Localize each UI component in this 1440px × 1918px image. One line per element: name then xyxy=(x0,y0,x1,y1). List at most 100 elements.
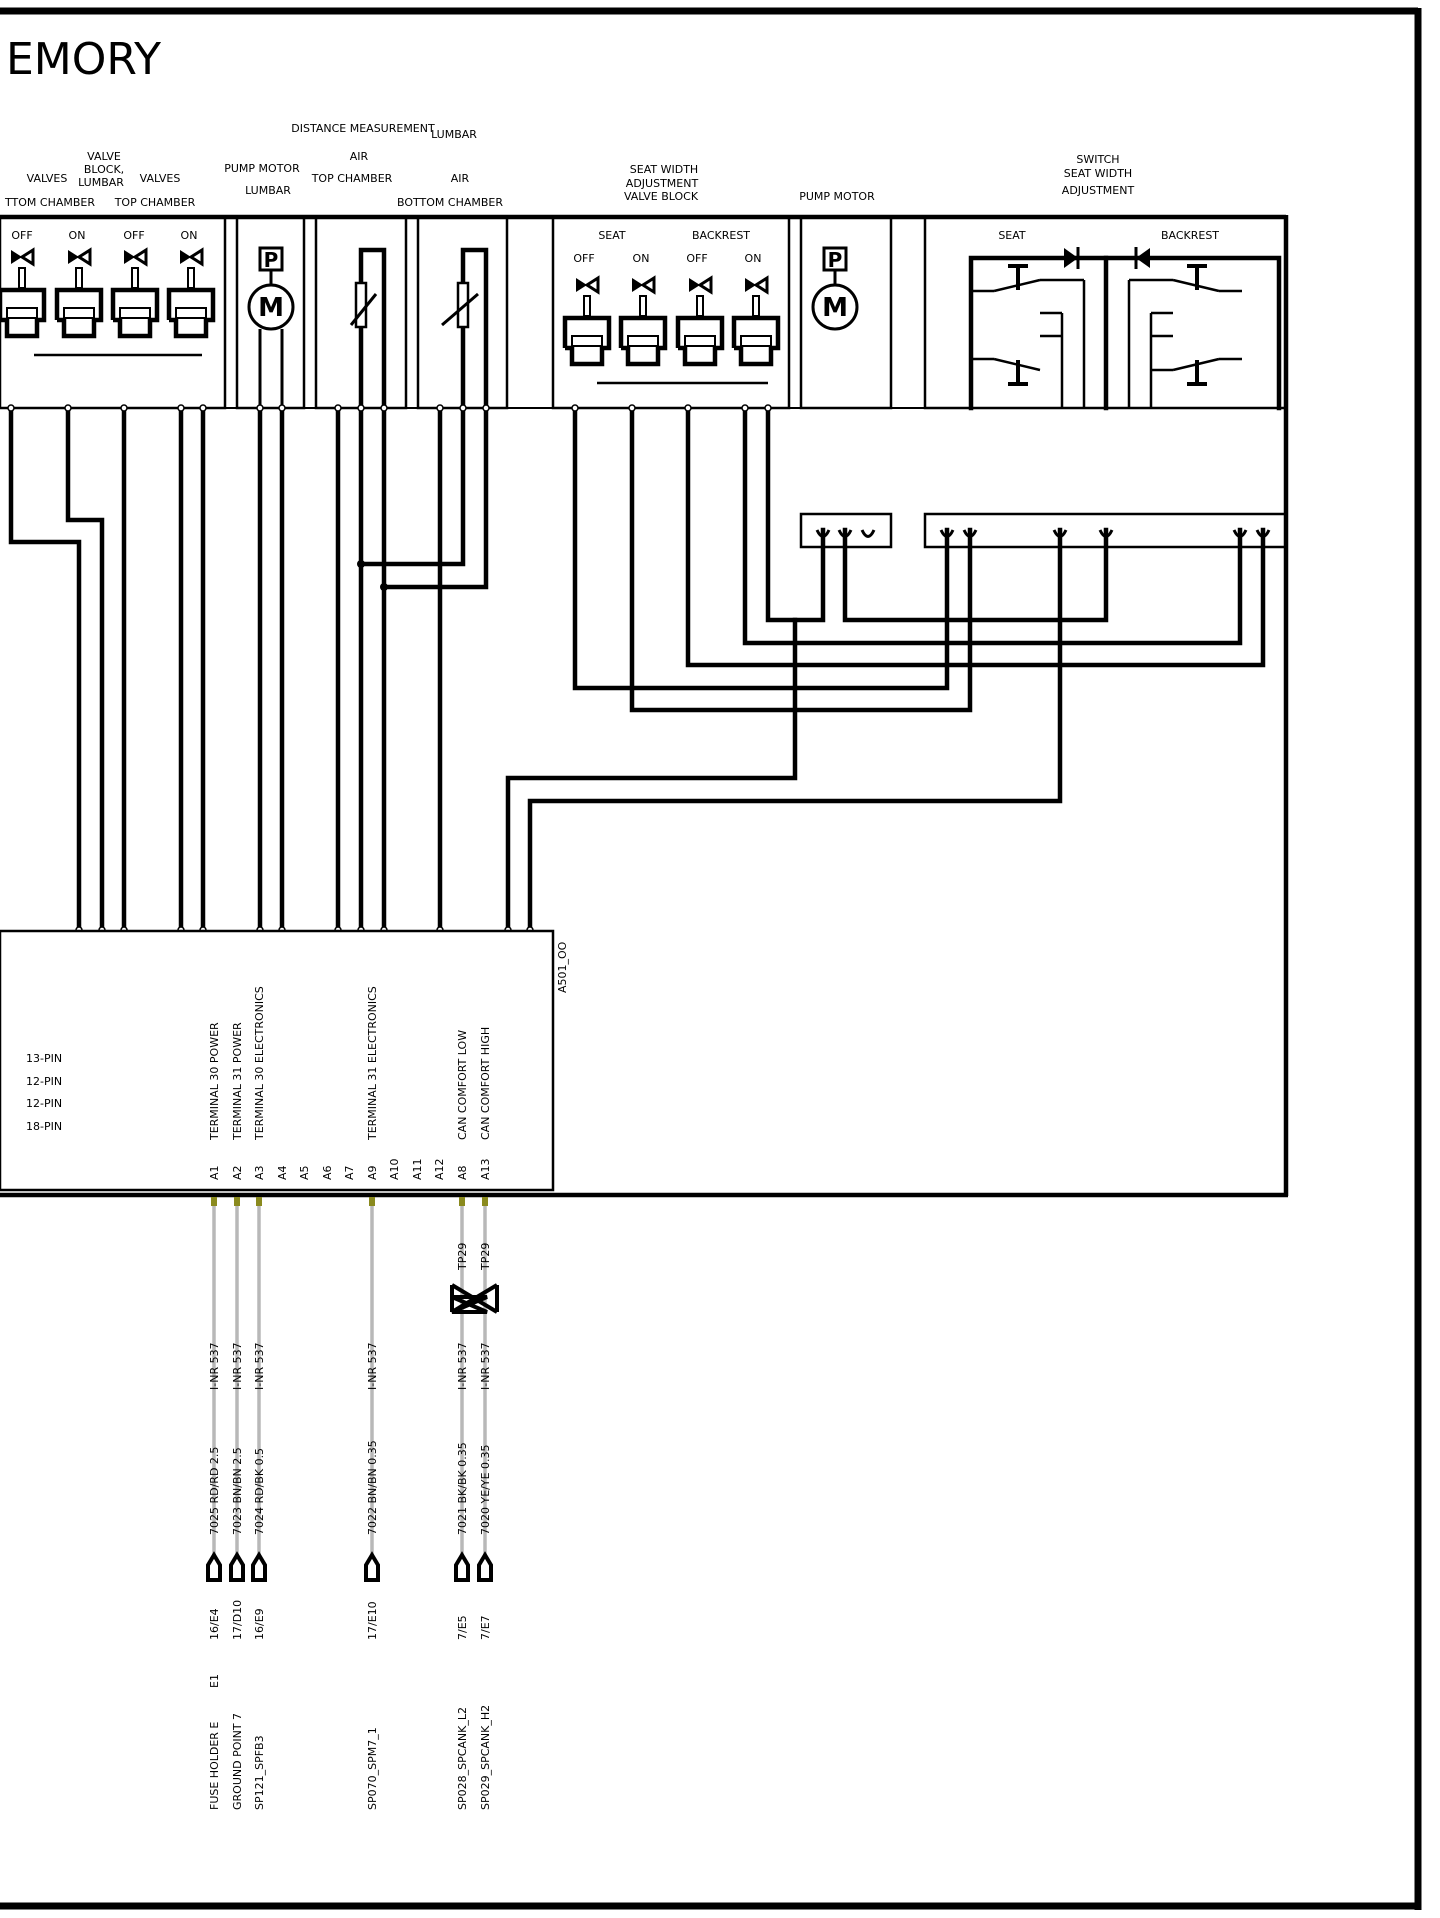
connector-pins xyxy=(815,529,1271,538)
valve-bus xyxy=(34,353,768,385)
connector-label-A9: I-NR 537 xyxy=(366,1342,379,1390)
pin-label-A2: A2 xyxy=(231,1165,244,1180)
label-off-2: OFF xyxy=(123,229,144,242)
location-label-A13: 7/E7 xyxy=(479,1615,492,1640)
valve-lumbar-1 xyxy=(0,247,47,339)
label-air-bottom-1: AIR xyxy=(451,172,470,185)
label-on-3: ON xyxy=(633,252,650,265)
signal-label-A8: CAN COMFORT LOW xyxy=(456,1030,469,1140)
pin-count-2: 12-PIN xyxy=(26,1075,62,1088)
extra-label-A1: E1 xyxy=(208,1674,221,1688)
wire-label-A1: 7025 RD/RD 2.5 xyxy=(208,1447,221,1535)
page-title: EMORY xyxy=(6,34,161,85)
label-seat-1: SEAT xyxy=(598,229,626,242)
label-backrest-1: BACKREST xyxy=(692,229,750,242)
label-switch-3: ADJUSTMENT xyxy=(1062,184,1135,197)
page-border xyxy=(0,7,1422,1910)
pin-label-A5: A5 xyxy=(298,1165,311,1180)
valve-lumbar-4 xyxy=(166,247,216,339)
label-on-2: ON xyxy=(181,229,198,242)
label-bottom-chamber: TTOM CHAMBER xyxy=(4,196,95,209)
location-label-A8: 7/E5 xyxy=(456,1615,469,1640)
pin-label-A9: A9 xyxy=(366,1165,379,1180)
valve-seat-width-2 xyxy=(618,275,668,367)
pin-label-A12: A12 xyxy=(433,1158,446,1180)
harness-wires xyxy=(8,405,1266,933)
connector-label-A3: I-NR 537 xyxy=(253,1342,266,1390)
label-seat-width-2: ADJUSTMENT xyxy=(626,177,699,190)
label-on-1: ON xyxy=(69,229,86,242)
connector-label-A8: I-NR 537 xyxy=(456,1342,469,1390)
component-labels: VALVES TTOM CHAMBER VALVE BLOCK, LUMBAR … xyxy=(4,122,1219,265)
motor-symbol-lumbar: M xyxy=(258,293,284,323)
pin-count-1: 13-PIN xyxy=(26,1052,62,1065)
wire-label-A13: 7020 YE/YE 0.35 xyxy=(479,1444,492,1535)
label-valves-top: VALVES xyxy=(140,172,181,185)
seat-width-switch xyxy=(968,247,1282,411)
twisted-pair-symbol xyxy=(450,1283,499,1314)
pump-motor-lumbar-box xyxy=(235,215,306,410)
pump-symbol-lumbar: P xyxy=(264,248,279,272)
signal-label-A1: TERMINAL 30 POWER xyxy=(208,1022,221,1141)
connector-label-A13: I-NR 537 xyxy=(479,1342,492,1390)
label-valves-bottom: VALVES xyxy=(27,172,68,185)
wire-label-A8: 7021 BK/BK 0.35 xyxy=(456,1442,469,1535)
label-off-1: OFF xyxy=(11,229,32,242)
pump-motor-box xyxy=(799,215,893,410)
location-label-A9: 17/E10 xyxy=(366,1601,379,1640)
label-pump-motor: PUMP MOTOR xyxy=(799,190,875,203)
label-valve-block-3: LUMBAR xyxy=(78,176,124,189)
pump-lumbar: P M xyxy=(247,246,295,408)
label-switch-2: SEAT WIDTH xyxy=(1064,167,1132,180)
valve-symbols xyxy=(0,247,781,367)
component-boxes xyxy=(0,215,1288,549)
control-unit-id: A501_OO xyxy=(556,941,569,993)
label-switch-1: SWITCH xyxy=(1076,153,1119,166)
destination-label-A8: SP028_SPCANK_L2 xyxy=(456,1707,469,1810)
location-label-A3: 16/E9 xyxy=(253,1608,266,1640)
pin-label-A13: A13 xyxy=(479,1158,492,1180)
label-backrest-2: BACKREST xyxy=(1161,229,1219,242)
pin-count-3: 12-PIN xyxy=(26,1097,62,1110)
pin-label-A6: A6 xyxy=(321,1165,334,1180)
pin-label-A8: A8 xyxy=(456,1165,469,1180)
valve-lumbar-3 xyxy=(110,247,160,339)
label-lumbar: LUMBAR xyxy=(431,128,477,141)
signal-label-A2: TERMINAL 31 POWER xyxy=(231,1022,244,1141)
twist-label-A13: TP29 xyxy=(479,1243,492,1271)
pin-label-A11: A11 xyxy=(411,1158,424,1180)
valve-seat-width-3 xyxy=(675,275,725,367)
pin-label-A10: A10 xyxy=(388,1158,401,1180)
destination-label-A9: SP070_SPM7_1 xyxy=(366,1727,379,1810)
pump-seat-width: P M xyxy=(811,246,859,331)
destination-label-A13: SP029_SPCANK_H2 xyxy=(479,1705,492,1810)
signal-label-A13: CAN COMFORT HIGH xyxy=(479,1027,492,1140)
pin-label-A4: A4 xyxy=(276,1165,289,1180)
label-valve-block-1: VALVE xyxy=(87,150,121,163)
wire-label-A2: 7023 BN/BN 2.5 xyxy=(231,1447,244,1535)
valve-seat-width-4 xyxy=(731,275,781,367)
label-pump-motor-lumbar-2: LUMBAR xyxy=(245,184,291,197)
destination-label-A2: GROUND POINT 7 xyxy=(231,1713,244,1810)
connector-label-A1: I-NR 537 xyxy=(208,1342,221,1390)
valve-lumbar-2 xyxy=(54,247,104,339)
twist-label-A8: TP29 xyxy=(456,1243,469,1271)
location-label-A1: 16/E4 xyxy=(208,1608,221,1640)
valve-seat-width-1 xyxy=(562,275,612,367)
pin-label-A7: A7 xyxy=(343,1165,356,1180)
label-air-bottom-2: BOTTOM CHAMBER xyxy=(397,196,503,209)
pin-label-A3: A3 xyxy=(253,1165,266,1180)
label-seat-width-1: SEAT WIDTH xyxy=(630,163,698,176)
label-on-4: ON xyxy=(745,252,762,265)
signal-label-A3: TERMINAL 30 ELECTRONICS xyxy=(253,986,266,1141)
signal-label-A9: TERMINAL 31 ELECTRONICS xyxy=(366,986,379,1141)
destination-label-A1: FUSE HOLDER E xyxy=(208,1722,221,1810)
motor-symbol-seat: M xyxy=(822,293,848,323)
